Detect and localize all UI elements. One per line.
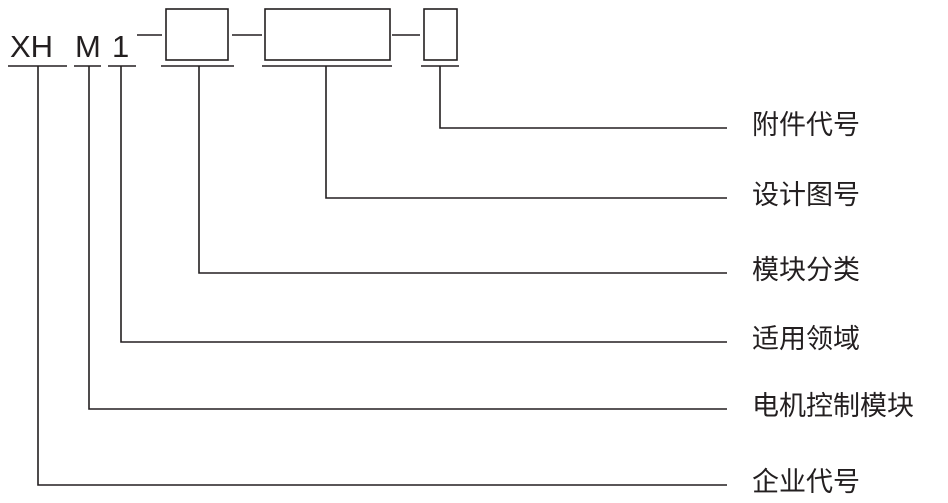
label-accessory: 附件代号	[752, 110, 860, 141]
leader-application	[120, 66, 727, 343]
code-prefix-xh: XH	[10, 29, 53, 64]
classification-box	[165, 8, 229, 61]
label-application: 适用领域	[752, 324, 860, 355]
leader-design	[325, 66, 727, 199]
leader-enterprise	[37, 66, 727, 486]
leader-classification	[198, 66, 727, 274]
leader-motor-module	[88, 66, 727, 410]
code-module-m: M	[75, 29, 101, 64]
label-classification: 模块分类	[752, 255, 860, 286]
leader-accessory	[439, 66, 727, 129]
code-field-1: 1	[112, 29, 129, 64]
label-enterprise: 企业代号	[752, 467, 860, 498]
label-motor-module: 电机控制模块	[752, 391, 914, 422]
accessory-box	[423, 8, 458, 61]
design-number-box	[264, 8, 391, 61]
label-design: 设计图号	[752, 180, 860, 211]
